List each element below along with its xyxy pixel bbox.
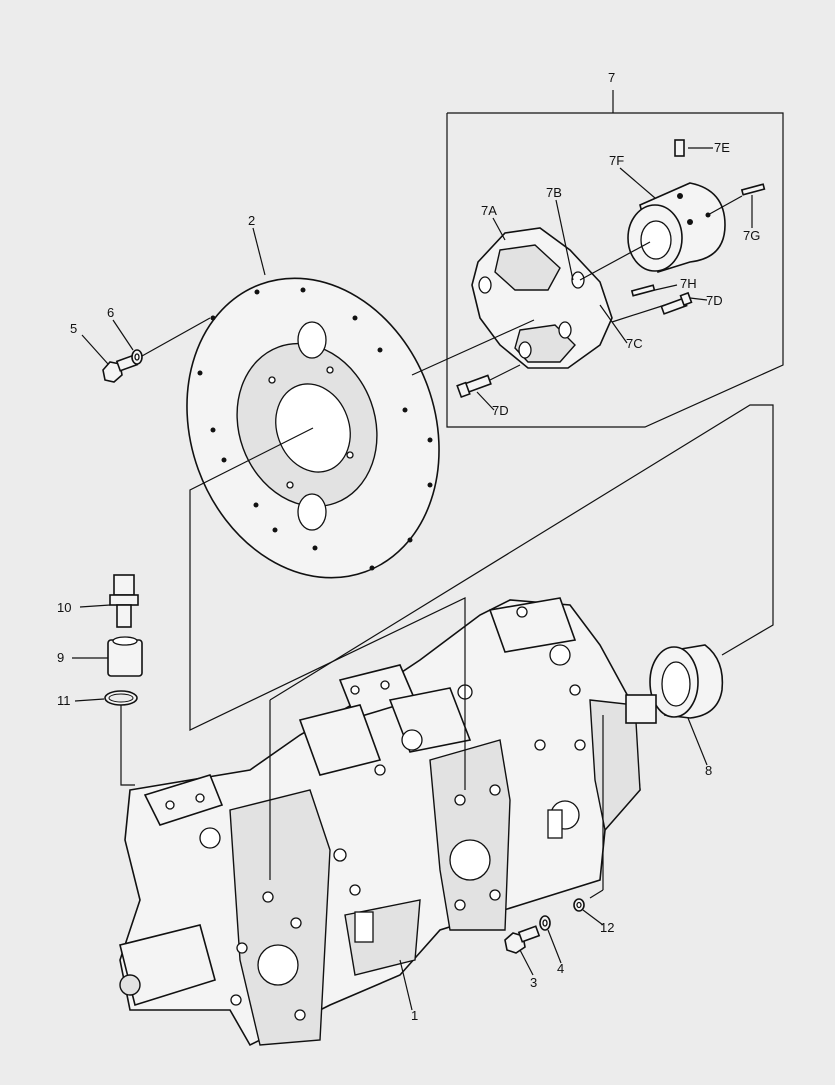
washer-6 <box>131 349 143 365</box>
callout-leaders <box>72 147 753 1011</box>
callout-7d-lower: 7D <box>492 403 509 418</box>
coupling-kit-frame <box>446 90 784 428</box>
callout-labels: 7 2 7A 7B 7F 7E 7G 7H 7D 7C 7D 5 6 10 9 … <box>57 70 760 1023</box>
coupling-element <box>471 227 613 369</box>
set-screw-7e <box>674 139 685 157</box>
callout-7g: 7G <box>743 228 760 243</box>
callout-7: 7 <box>608 70 615 85</box>
callout-7b: 7B <box>546 185 562 200</box>
o-ring-11 <box>104 690 138 706</box>
callout-5: 5 <box>70 321 77 336</box>
callout-10: 10 <box>57 600 71 615</box>
washer-4 <box>539 915 551 931</box>
callout-3: 3 <box>530 975 537 990</box>
callout-7f: 7F <box>609 153 624 168</box>
callout-6: 6 <box>107 305 114 320</box>
main-pump-assembly <box>119 597 657 1047</box>
bolt-3 <box>504 925 541 954</box>
bolt-7d-upper <box>660 291 693 315</box>
adapter-10 <box>109 574 139 628</box>
callout-11: 11 <box>57 693 71 708</box>
callout-7h: 7H <box>680 276 697 291</box>
callout-12: 12 <box>600 920 614 935</box>
leader-lines <box>120 195 774 899</box>
washer-12 <box>573 898 585 912</box>
pin-7h <box>630 284 656 297</box>
nut-9 <box>107 636 143 677</box>
callout-1: 1 <box>411 1008 418 1023</box>
coupling-hub <box>627 182 726 274</box>
pin-7g <box>740 183 766 196</box>
callout-8: 8 <box>705 763 712 778</box>
callout-7a: 7A <box>481 203 497 218</box>
callout-7e: 7E <box>714 140 730 155</box>
bearing-ring-8 <box>649 644 724 719</box>
callout-9: 9 <box>57 650 64 665</box>
bolt-7d-lower <box>456 374 492 399</box>
callout-7c: 7C <box>626 336 643 351</box>
callout-4: 4 <box>557 961 564 976</box>
callout-2: 2 <box>248 213 255 228</box>
callout-7d-upper: 7D <box>706 293 723 308</box>
